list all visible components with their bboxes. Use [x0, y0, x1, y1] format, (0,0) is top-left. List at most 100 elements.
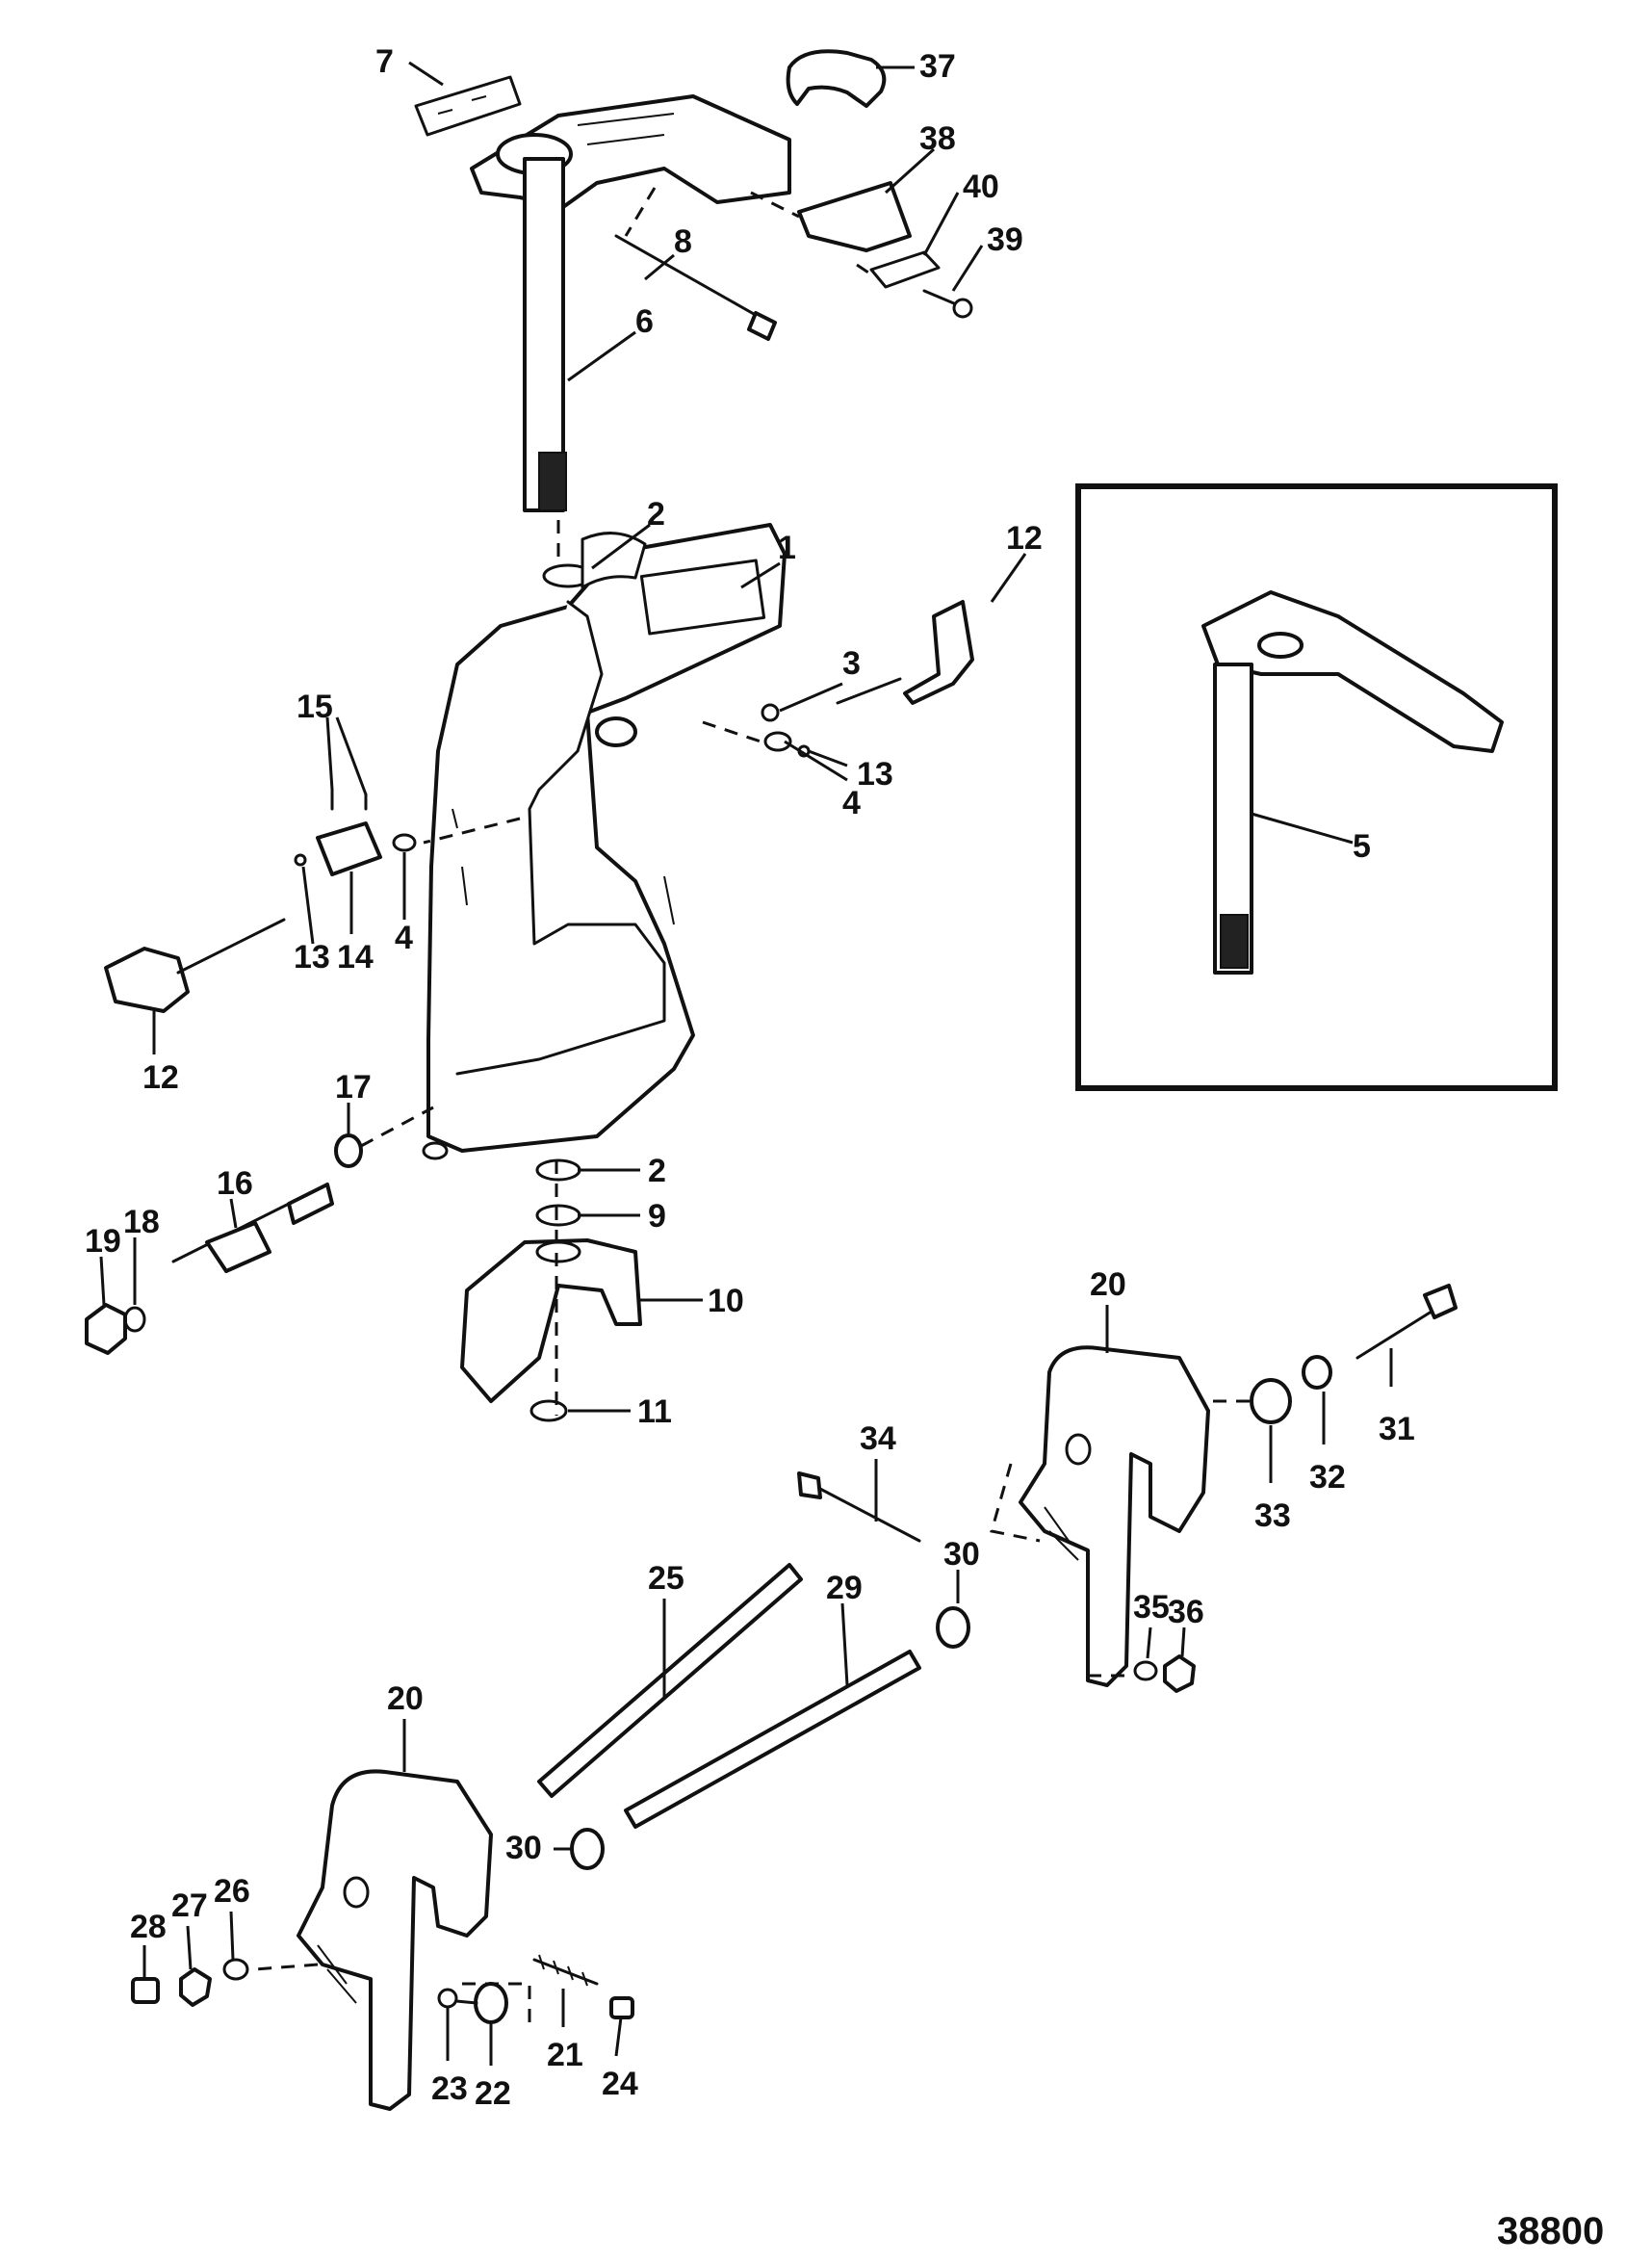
part-35-washer: [1133, 1660, 1158, 1681]
callout-13-right: 13: [857, 756, 893, 793]
figure-number: 38800: [1497, 2210, 1604, 2252]
part-5-swivel-pin-assembly: [1201, 590, 1504, 975]
callout-30-right: 30: [943, 1536, 980, 1573]
callout-38: 38: [919, 120, 956, 157]
part-20-clamp-right: [1019, 1345, 1210, 1687]
part-23-screw: [437, 1988, 478, 2009]
part-39-screw: [922, 289, 973, 319]
callout-2-top: 2: [647, 496, 665, 533]
assembly-line-tilt: [360, 1106, 434, 1148]
part-9-washer: [535, 1204, 581, 1227]
part-4-washer-left: [392, 833, 417, 852]
assembly-line-pin: [555, 520, 560, 1416]
callout-37: 37: [919, 48, 956, 85]
callout-13-left: 13: [294, 939, 330, 976]
callout-16: 16: [217, 1165, 253, 1202]
part-1-swivel-bracket: [422, 523, 787, 1160]
part-25-tube: [537, 1563, 803, 1798]
callout-4-right: 4: [842, 785, 861, 821]
callout-11: 11: [637, 1393, 672, 1430]
callout-29: 29: [826, 1570, 863, 1606]
callout-6: 6: [635, 303, 654, 340]
part-27-nut: [179, 1967, 212, 2007]
callout-10: 10: [708, 1283, 744, 1319]
part-33-bushing: [1250, 1378, 1292, 1424]
callout-39: 39: [987, 221, 1023, 258]
callout-14: 14: [337, 939, 374, 976]
part-30-bushing-right: [936, 1606, 970, 1649]
part-17-washer: [334, 1133, 363, 1168]
callout-18: 18: [123, 1204, 160, 1240]
part-32-bushing: [1302, 1355, 1332, 1390]
callout-12-left: 12: [142, 1059, 179, 1096]
part-36-nut: [1163, 1654, 1196, 1693]
part-steering-arm: [470, 94, 791, 209]
callout-30-left: 30: [505, 1830, 542, 1866]
part-15-pins: [330, 788, 368, 811]
part-21-spring: [532, 1954, 599, 1987]
part-10-yoke: [460, 1238, 642, 1403]
callout-12-right: 12: [1006, 520, 1043, 557]
callout-24: 24: [602, 2066, 638, 2102]
part-40-lockplate: [869, 250, 941, 289]
callout-31: 31: [1379, 1411, 1415, 1447]
callout-27: 27: [171, 1887, 208, 1924]
callout-17: 17: [335, 1069, 372, 1106]
callout-25: 25: [648, 1560, 684, 1597]
callout-7: 7: [375, 43, 394, 80]
assembly-line-bolt: [624, 187, 872, 276]
callout-20-left: 20: [387, 1680, 424, 1717]
part-6-swivel-pin: [523, 157, 567, 512]
part-11-ring: [529, 1399, 568, 1422]
part-31-bolt: [1355, 1284, 1458, 1360]
part-28-cap: [131, 1977, 160, 2004]
part-16-tilt-bolt: [171, 1183, 334, 1273]
callout-34: 34: [860, 1420, 896, 1457]
part-24-cap: [609, 1996, 634, 2019]
part-2-washer-bottom: [535, 1158, 581, 1182]
callout-5: 5: [1353, 828, 1371, 865]
part-19-nut: [85, 1303, 127, 1355]
part-26-washer: [222, 1958, 249, 1981]
callout-9: 9: [648, 1198, 666, 1235]
callout-21: 21: [547, 2037, 583, 2073]
callout-22: 22: [475, 2075, 511, 2112]
part-38-bracket: [797, 181, 912, 252]
callout-1: 1: [778, 530, 796, 566]
part-3-pin: [761, 703, 780, 722]
callout-15: 15: [297, 689, 333, 725]
callout-2-bottom: 2: [648, 1153, 666, 1189]
part-18-washer: [123, 1306, 146, 1333]
part-8-bolt: [614, 234, 777, 341]
part-37-cover: [786, 49, 887, 108]
callout-28: 28: [130, 1909, 167, 1945]
part-14-latch: [316, 821, 382, 876]
part-34-bolt: [797, 1471, 921, 1543]
part-12-lever-right: [836, 600, 974, 705]
part-4-washer-right: [763, 731, 792, 752]
callout-8: 8: [674, 223, 692, 260]
part-30-bushing-left: [570, 1828, 605, 1870]
callout-36: 36: [1168, 1594, 1204, 1630]
callout-19: 19: [85, 1223, 121, 1260]
leader-lines: [99, 61, 1393, 2066]
callout-3: 3: [842, 645, 861, 682]
part-13-spring-left: [294, 853, 307, 867]
part-22-knob: [474, 1982, 508, 2024]
assembly-line-clamp: [254, 1399, 1252, 2022]
callout-33: 33: [1254, 1497, 1291, 1534]
callout-40: 40: [963, 169, 999, 205]
callout-32: 32: [1309, 1459, 1346, 1496]
callout-35: 35: [1133, 1589, 1170, 1626]
part-29-tube: [624, 1650, 921, 1829]
callout-4-left: 4: [395, 920, 413, 956]
callout-23: 23: [431, 2070, 468, 2107]
assembly-line-lever: [423, 720, 761, 845]
part-7-pad: [414, 75, 522, 137]
callout-20-right: 20: [1090, 1266, 1126, 1303]
inset-frame: [1075, 483, 1558, 1091]
part-20-clamp-left: [297, 1769, 493, 2111]
callout-26: 26: [214, 1873, 250, 1910]
part-12-lever-left: [104, 918, 286, 1013]
